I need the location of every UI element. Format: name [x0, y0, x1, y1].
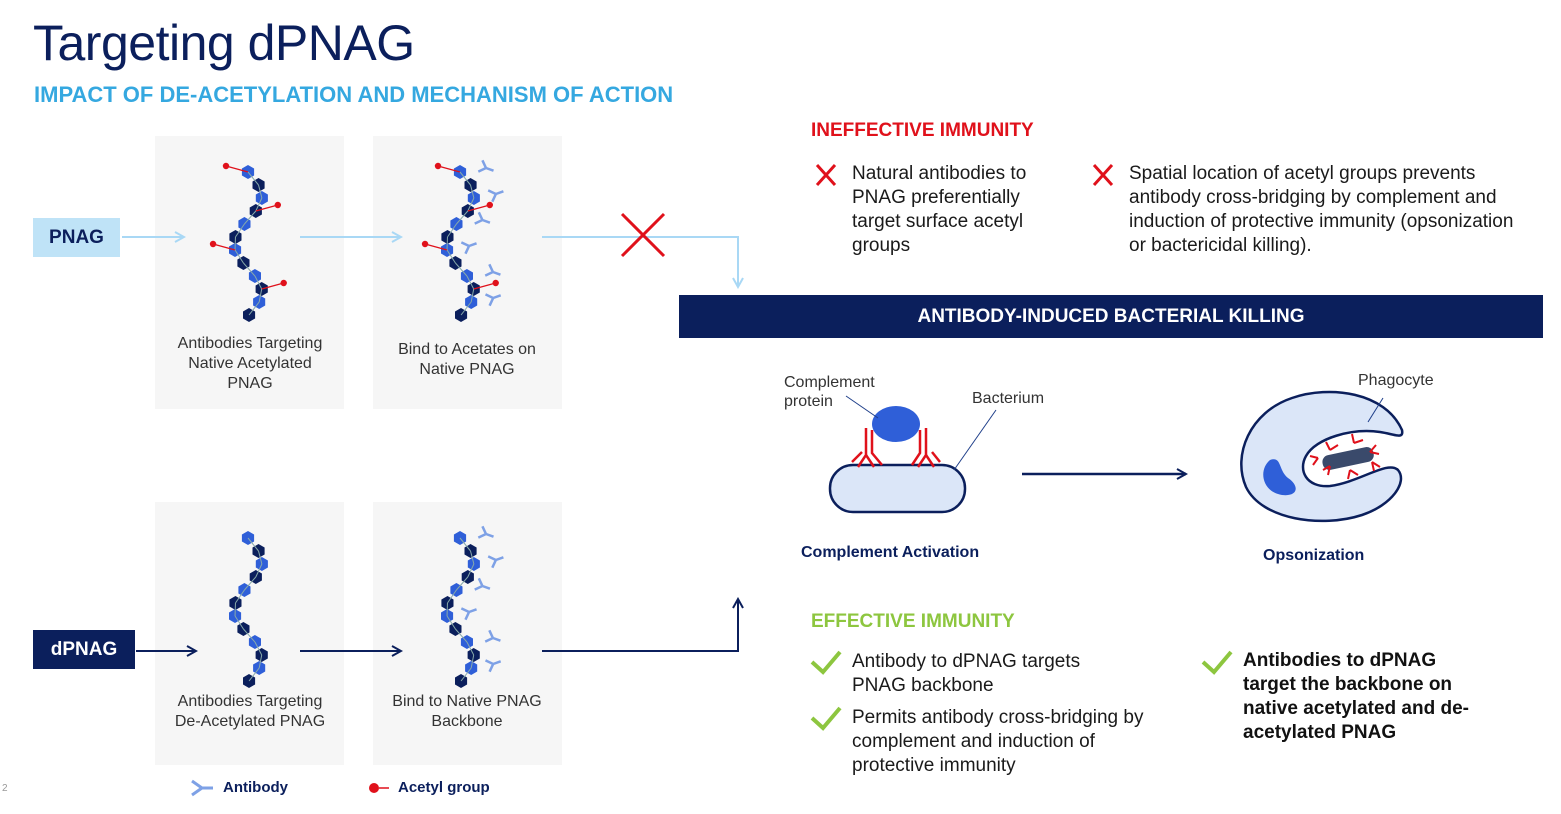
antibody-icon — [487, 189, 504, 203]
antibody-icon — [474, 211, 491, 225]
opsonized-antibodies — [1309, 433, 1381, 480]
antibody-icon — [484, 293, 502, 307]
panel-caption-1: Antibodies Targeting Native Acetylated P… — [177, 335, 323, 392]
pnag-arrow-3 — [542, 236, 738, 287]
effective-item-2: Permits antibody cross-bridging by compl… — [852, 707, 1144, 776]
effective-item-1: Antibody to dPNAG targets PNAG backbone — [852, 651, 1081, 696]
complement-activation-illustration — [828, 395, 997, 514]
opsonization-label: Opsonization — [1263, 547, 1365, 564]
killing-banner: ANTIBODY-INDUCED BACTERIAL KILLING — [679, 295, 1543, 338]
complement-protein-label: Complement protein — [784, 374, 875, 410]
antibody-pair-left — [851, 428, 883, 468]
pnag-strand-bound-acetates — [421, 159, 504, 322]
effective-check-icon-3 — [1201, 650, 1233, 675]
pnag-strand-acetylated — [209, 162, 287, 322]
page-title: Targeting dPNAG — [33, 15, 415, 71]
legend-acetyl-label: Acetyl group — [398, 779, 490, 796]
effective-heading: EFFECTIVE IMMUNITY — [811, 611, 1015, 632]
antibody-icon — [484, 263, 501, 277]
antibody-icon — [484, 659, 502, 673]
bacterium-label: Bacterium — [972, 390, 1045, 407]
dpnag-strand-bound-backbone — [441, 525, 504, 688]
complement-activation-label: Complement Activation — [801, 544, 980, 561]
antibody-icon — [477, 525, 494, 539]
phagocyte-illustration — [1240, 390, 1404, 523]
antibody-icon — [474, 577, 491, 591]
blocked-cross-icon — [620, 212, 666, 258]
page-number: 2 — [2, 783, 8, 794]
phagocyte-label: Phagocyte — [1358, 372, 1434, 389]
ineffective-x-icon-2 — [1092, 163, 1114, 187]
dpnag-tag: dPNAG — [33, 630, 135, 669]
antibody-legend-icon — [191, 779, 213, 797]
legend-antibody-label: Antibody — [223, 779, 288, 796]
antibody-icon — [460, 607, 477, 621]
pnag-tag: PNAG — [33, 218, 120, 257]
ineffective-heading: INEFFECTIVE IMMUNITY — [811, 120, 1034, 141]
antibody-icon — [477, 159, 494, 173]
panel-caption-2: Bind to Acetates on Native PNAG — [398, 341, 536, 378]
acetyl-legend-icon — [369, 783, 389, 793]
effective-check-icon-2 — [810, 706, 842, 731]
dpnag-strand — [229, 531, 268, 688]
panel-caption-4: Bind to Native PNAG Backbone — [392, 693, 542, 730]
ineffective-item-2: Spatial location of acetyl groups preven… — [1129, 163, 1514, 256]
antibody-pair-right — [910, 428, 941, 468]
antibody-icon — [460, 241, 477, 255]
effective-check-icon-1 — [810, 650, 842, 675]
dpnag-arrow-3 — [542, 599, 738, 652]
antibody-icon — [487, 555, 504, 569]
panel-caption-3: Antibodies Targeting De-Acetylated PNAG — [174, 693, 326, 730]
page-subtitle: IMPACT OF DE-ACETYLATION AND MECHANISM O… — [34, 82, 674, 107]
panel-deacetylated-antibodies — [155, 502, 344, 765]
antibody-icon — [484, 629, 501, 643]
ineffective-x-icon-1 — [815, 163, 837, 187]
ineffective-item-1: Natural antibodies to PNAG preferentiall… — [852, 163, 1027, 256]
effective-highlight: Antibodies to dPNAG target the backbone … — [1243, 650, 1469, 743]
